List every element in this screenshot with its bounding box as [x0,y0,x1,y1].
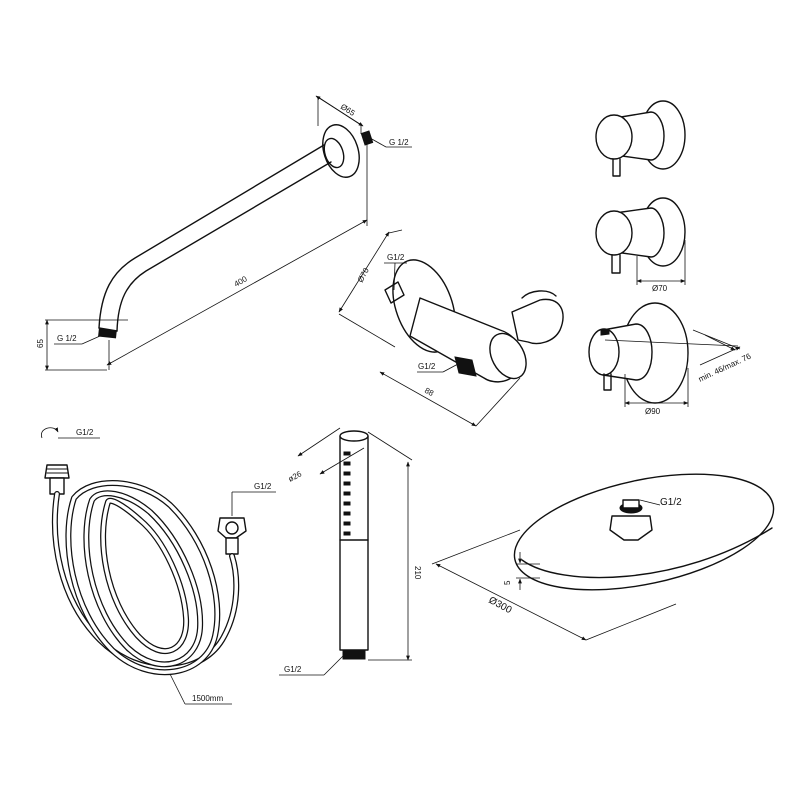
elbow-thread-label-top: G1/2 [387,253,405,262]
holder-bracket [511,298,564,345]
hose-length-label: 1500mm [192,694,223,703]
hose-nut-right [217,517,247,539]
hose-coil [52,479,240,676]
arm-thread-label-top: G 1/2 [389,138,409,147]
arm-flange-inner [323,137,345,169]
valve-dia-large-label: Ø90 [645,407,661,416]
hand-shower: ø26 210 G1/2 [279,427,422,676]
elbow-face [489,332,527,380]
hand-shower-dia-label: ø26 [287,469,304,484]
hose-thread-label-right: G1/2 [254,482,272,491]
elbow-dia-label: Ø70 [356,266,371,284]
rain-head-dia-label: Ø300 [487,595,514,616]
valve-1 [595,100,686,177]
elbow-depth-label: 88 [423,386,436,398]
shower-arm: Ø65 G 1/2 400 65 G 1/2 [36,95,412,371]
arm-tube [98,144,325,329]
hand-shower-length-label: 210 [413,566,422,580]
arm-tube-2 [116,161,332,332]
arm-thread-top [360,130,374,146]
rain-head-thread-label: G1/2 [660,497,682,508]
elbow-thread-label-bottom: G1/2 [418,362,436,371]
hose-thread-label-left: G1/2 [76,428,94,437]
valve-2 [595,197,686,274]
rain-head-thickness-label: 5 [503,580,512,585]
hose: G1/2 G1/2 1500mm [40,427,276,705]
valve-3 [588,302,689,404]
hand-shower-thread [342,649,366,660]
arm-dia-label: Ø65 [339,102,357,118]
hose-nut-left [44,464,70,479]
valve-dia-small-label: Ø70 [652,284,668,293]
hand-shower-nozzles [343,451,351,536]
hand-shower-top [339,430,369,442]
arm-length-label: 400 [233,274,250,289]
arm-thread-bottom [98,328,117,339]
hand-shower-body [339,435,369,651]
hose-nut-left-threads [46,468,69,474]
hand-shower-thread-label: G1/2 [284,665,302,674]
wall-elbow: Ø70 G1/2 G1/2 88 [338,229,564,427]
valve-depth-label: min. 46/max. 76 [697,351,753,383]
valves: Ø70 Ø90 min. 46/max. 76 [588,100,753,416]
arm-drop-label: 65 [36,339,45,348]
holder-cradle [521,290,557,299]
arm-thread-label-bottom: G 1/2 [57,334,77,343]
rain-head: G1/2 Ø300 5 [431,473,775,641]
rain-head-connector [609,515,653,541]
